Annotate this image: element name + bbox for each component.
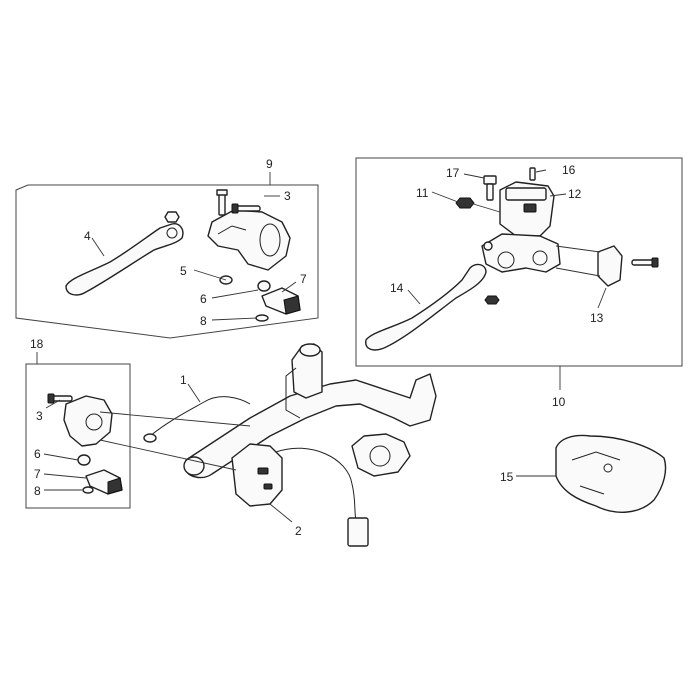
handlebar-assembly: 1 2 — [99, 343, 437, 547]
callout-9: 9 — [266, 157, 273, 171]
nut-icon — [455, 197, 475, 209]
washer-icon — [82, 486, 94, 494]
group-18-frame — [25, 363, 131, 509]
reservoir-screw — [529, 167, 536, 181]
callout-6: 6 — [34, 447, 41, 461]
callout-8: 8 — [200, 314, 207, 328]
washer-icon — [483, 241, 493, 251]
callout-3: 3 — [36, 409, 43, 423]
callout-17: 17 — [446, 166, 460, 180]
group-10-frame — [355, 157, 683, 367]
switch-bracket-housing — [63, 395, 113, 447]
bolt-icon — [47, 393, 73, 404]
switch-spring — [257, 280, 271, 292]
washer-icon — [255, 314, 269, 322]
callout-16: 16 — [562, 163, 576, 177]
callout-15: 15 — [500, 470, 514, 484]
group-9-frame — [15, 184, 319, 339]
master-cylinder-clamp — [597, 245, 623, 287]
clutch-bracket-housing — [207, 209, 291, 271]
callout-11: 11 — [416, 186, 429, 200]
callout-14: 14 — [390, 281, 404, 295]
callout-6: 6 — [200, 292, 207, 306]
callout-7: 7 — [34, 467, 41, 481]
hand-guard-cover[interactable] — [555, 434, 667, 513]
left-switch-housing[interactable] — [231, 443, 283, 507]
callout-8: 8 — [34, 484, 41, 498]
callout-12: 12 — [568, 187, 582, 201]
nut-icon — [484, 295, 500, 305]
clutch-lever[interactable] — [65, 223, 184, 296]
bolt-icon — [631, 257, 659, 268]
callout-4: 4 — [84, 229, 91, 243]
clutch-cable — [149, 396, 251, 437]
group-10-brake-master-cylinder: 10 11 12 13 14 16 17 — [355, 157, 683, 409]
callout-13: 13 — [590, 311, 604, 325]
callout-7: 7 — [300, 272, 307, 286]
right-clamp — [351, 433, 411, 477]
brake-lever[interactable] — [365, 263, 487, 351]
group-9-clutch-lever-assembly: 9 3 4 5 6 7 8 — [15, 157, 319, 339]
bolt-icon — [483, 175, 497, 201]
callout-3: 3 — [284, 189, 291, 203]
wiring-cable — [275, 447, 357, 521]
part-15-cover: 15 — [500, 434, 667, 513]
master-cylinder-body — [481, 233, 561, 273]
callout-18: 18 — [30, 337, 44, 351]
pivot-bolt — [218, 192, 226, 216]
callout-1: 1 — [180, 373, 187, 387]
callout-5: 5 — [180, 264, 187, 278]
handlebar[interactable] — [185, 373, 437, 479]
wiring-connector — [347, 517, 369, 547]
lever-pivot-nut — [164, 211, 180, 223]
switch-spring — [77, 454, 91, 466]
callout-10: 10 — [552, 395, 566, 409]
callout-2: 2 — [295, 524, 302, 538]
bolt-icon — [231, 203, 261, 214]
group-18-switch-assembly: 18 3 6 7 8 — [25, 337, 131, 509]
